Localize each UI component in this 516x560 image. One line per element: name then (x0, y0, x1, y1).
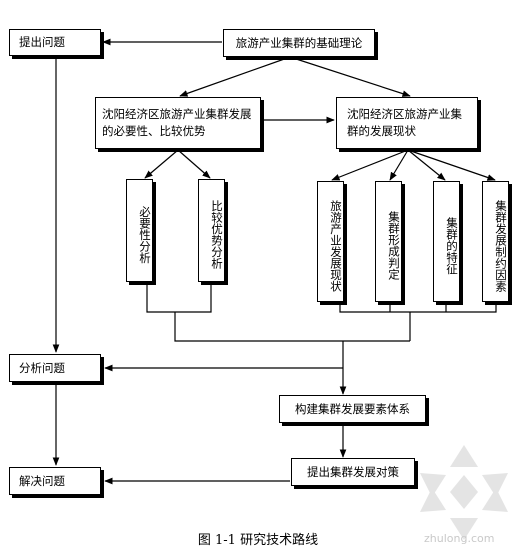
tourism-status-box: 旅游产业发展现状 (317, 181, 344, 302)
advantage-analysis-box: 比较优势分析 (198, 179, 225, 282)
arrow-theory-to-necessity (179, 56, 291, 97)
countermeasures-label: 提出集群发展对策 (307, 464, 399, 479)
arrow-necessity-to-item2 (177, 149, 211, 179)
necessity-label: 沈阳经济区旅游产业集群发展的必要性、比较优势 (102, 107, 252, 138)
constraints-box: 集群发展制约因素 (482, 181, 509, 302)
arrow-status-to-item3 (407, 149, 446, 181)
status-box: 沈阳经济区旅游产业集群的发展现状 (336, 97, 478, 149)
figure-caption: 图 1-1 研究技术路线 (197, 533, 319, 548)
arrow-status-to-item4 (407, 149, 496, 181)
theory-label: 旅游产业集群的基础理论 (235, 35, 363, 50)
arrow-status-to-item1 (331, 149, 409, 181)
status-label: 沈阳经济区旅游产业集群的发展现状 (347, 107, 462, 138)
solve-problem-label: 解决问题 (19, 473, 65, 488)
arrow-necessity-to-item1 (144, 149, 179, 179)
cluster-features-box: 集群的特征 (433, 181, 460, 302)
raise-problem-label: 提出问题 (19, 35, 65, 50)
countermeasures-box: 提出集群发展对策 (291, 458, 415, 486)
bracket-necessity-items (174, 312, 410, 342)
build-system-box: 构建集群发展要素体系 (279, 395, 426, 423)
analyze-problem-label: 分析问题 (19, 360, 65, 375)
necessity-box: 沈阳经济区旅游产业集群发展的必要性、比较优势 (95, 97, 261, 149)
raise-problem-box: 提出问题 (9, 29, 101, 56)
bracket-status-items (339, 302, 497, 313)
cluster-features-label: 集群的特征 (445, 216, 459, 275)
cluster-judgement-box: 集群形成判定 (375, 181, 402, 302)
arrow-status-to-item2 (389, 149, 409, 181)
solve-problem-box: 解决问题 (9, 467, 101, 495)
necessity-analysis-box: 必要性分析 (126, 179, 153, 282)
watermark-text: zhulong.com (424, 532, 495, 545)
constraints-label: 集群发展制约因素 (494, 199, 508, 292)
theory-box: 旅游产业集群的基础理论 (223, 29, 375, 57)
watermark-logo-icon (420, 445, 508, 540)
cluster-judgement-label: 集群形成判定 (387, 211, 401, 280)
advantage-analysis-label: 比较优势分析 (210, 200, 224, 269)
necessity-analysis-label: 必要性分析 (138, 205, 152, 264)
tourism-status-label: 旅游产业发展现状 (329, 199, 343, 292)
analyze-problem-box: 分析问题 (9, 354, 101, 382)
arrow-theory-to-status (289, 56, 411, 97)
build-system-label: 构建集群发展要素体系 (295, 401, 410, 416)
